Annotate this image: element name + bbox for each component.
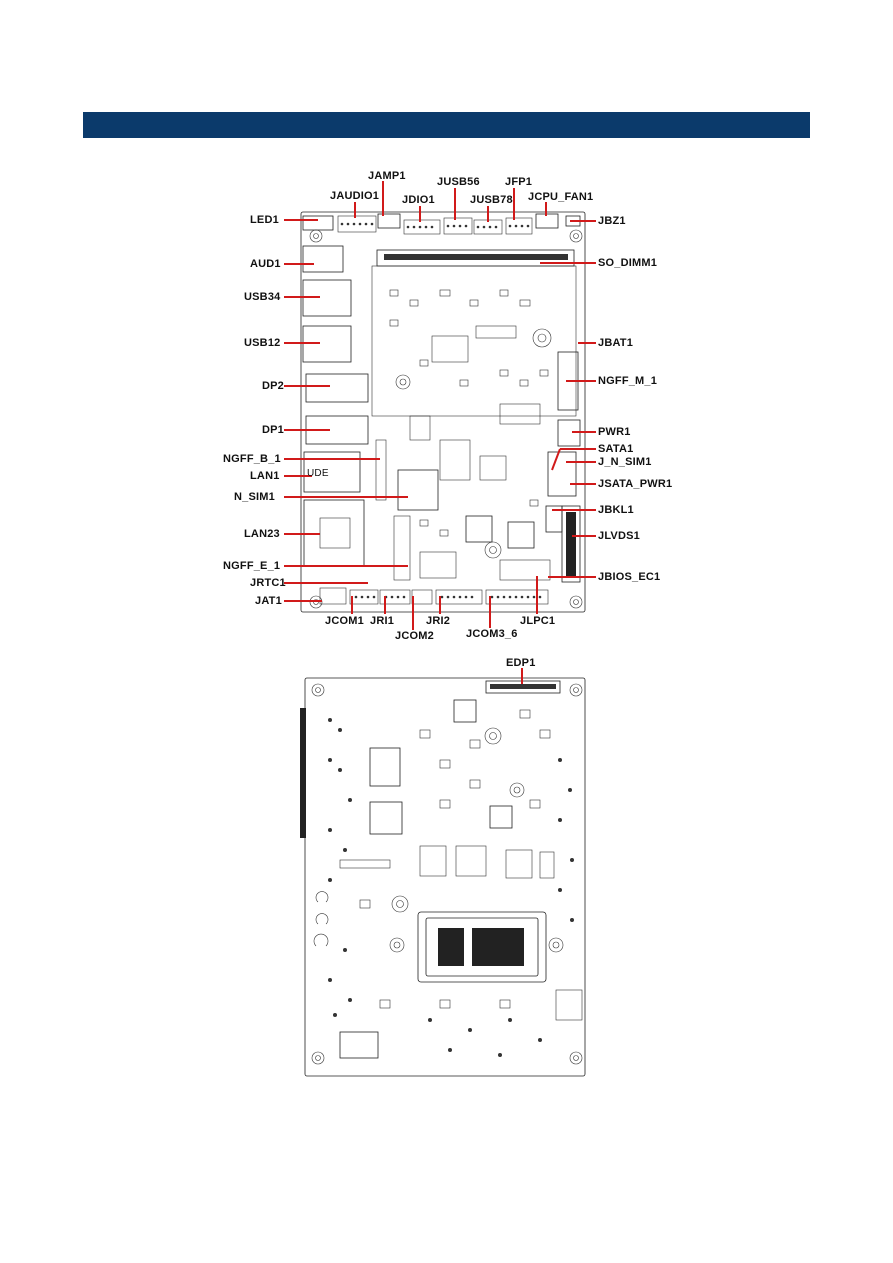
label-pwr1: PWR1 xyxy=(598,426,631,438)
label-jbat1: JBAT1 xyxy=(598,337,634,349)
label-jamp1: JAMP1 xyxy=(368,170,406,182)
label-dp2: DP2 xyxy=(262,380,284,392)
label-lan23: LAN23 xyxy=(244,528,280,540)
label-jat1: JAT1 xyxy=(255,595,282,607)
label-jaudio1: JAUDIO1 xyxy=(330,190,380,202)
label-lan1: LAN1 xyxy=(250,470,280,482)
label-jbkl1: JBKL1 xyxy=(598,504,634,516)
top-board-outline xyxy=(300,211,586,613)
label-usb12: USB12 xyxy=(244,337,281,349)
label-jcpu-fan1: JCPU_FAN1 xyxy=(528,191,594,203)
label-jusb78: JUSB78 xyxy=(470,194,513,206)
label-aud1: AUD1 xyxy=(250,258,281,270)
lan1-board-marking: UDE xyxy=(307,468,329,479)
label-usb34: USB34 xyxy=(244,291,281,303)
label-jlpc1: JLPC1 xyxy=(520,615,556,627)
label-jlvds1: JLVDS1 xyxy=(598,530,640,542)
label-so-dimm1: SO_DIMM1 xyxy=(598,257,658,269)
label-jsata-pwr1: JSATA_PWR1 xyxy=(598,478,673,490)
label-sata1: SATA1 xyxy=(598,443,634,455)
section-header-bar xyxy=(83,112,810,138)
label-jcom2: JCOM2 xyxy=(395,630,434,642)
label-jbios-ec1: JBIOS_EC1 xyxy=(598,571,661,583)
label-ngff-b-1: NGFF_B_1 xyxy=(223,453,281,465)
label-jcom1: JCOM1 xyxy=(325,615,364,627)
label-ngff-m-1: NGFF_M_1 xyxy=(598,375,658,387)
label-jbz1: JBZ1 xyxy=(598,215,626,227)
label-led1: LED1 xyxy=(250,214,279,226)
label-jri2: JRI2 xyxy=(426,615,451,627)
label-ngff-e-1: NGFF_E_1 xyxy=(223,560,281,572)
label-n-sim1: N_SIM1 xyxy=(234,491,275,503)
label-edp1: EDP1 xyxy=(506,657,536,669)
label-jusb56: JUSB56 xyxy=(437,176,480,188)
label-jrtc1: JRTC1 xyxy=(250,577,286,589)
label-jfp1: JFP1 xyxy=(505,176,533,188)
label-dp1: DP1 xyxy=(262,424,284,436)
label-j-n-sim1: J_N_SIM1 xyxy=(598,456,652,468)
label-jdio1: JDIO1 xyxy=(402,194,435,206)
label-jcom3-6: JCOM3_6 xyxy=(466,628,518,640)
label-jri1: JRI1 xyxy=(370,615,395,627)
